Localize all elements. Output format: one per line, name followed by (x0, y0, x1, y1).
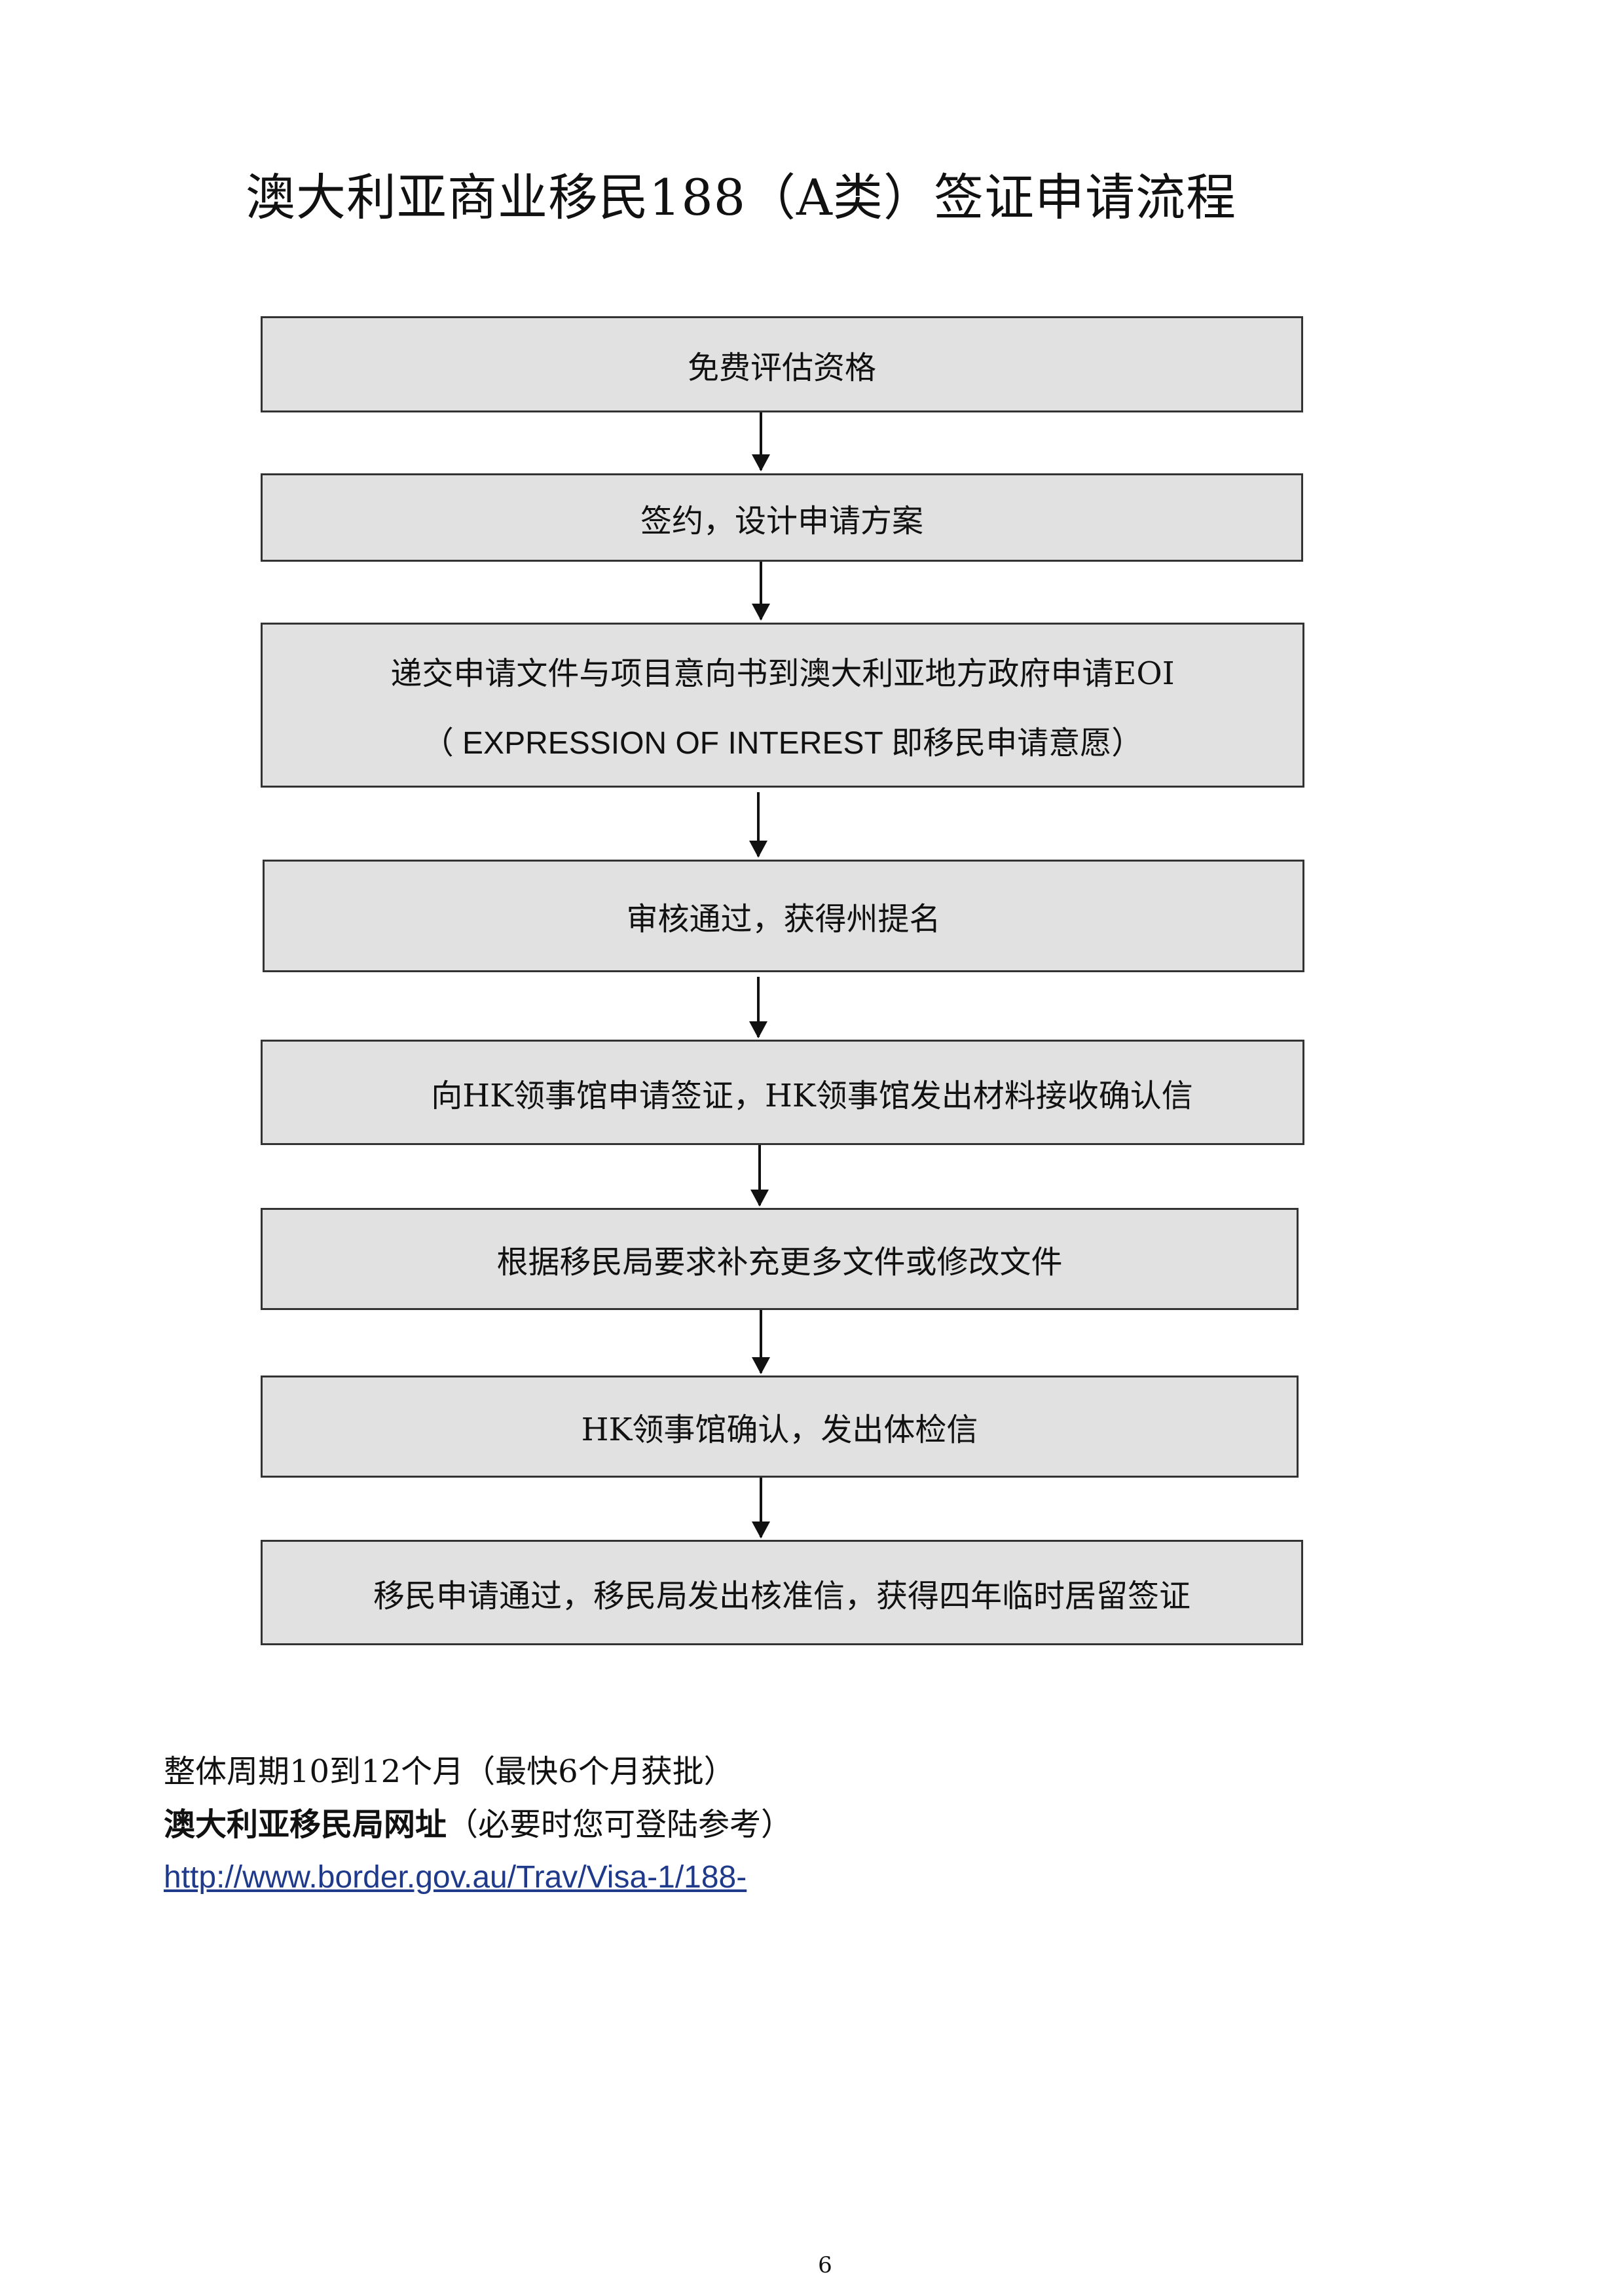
flow-step-sublabel-english: EXPRESSION OF INTEREST (453, 725, 892, 761)
page-number: 6 (818, 2252, 832, 2278)
website-note: 澳大利亚移民局网址（必要时您可登陆参考） (164, 1804, 792, 1846)
flow-step-label: 签约，设计申请方案 (640, 502, 923, 539)
flow-step-sublabel-open: （ (422, 724, 454, 761)
website-hint: （必要时您可登陆参考） (447, 1806, 793, 1843)
flow-step-sublabel: （ EXPRESSION OF INTEREST 即移民申请意愿） (422, 717, 1143, 763)
flow-step-medical-letter: HK领事馆确认，发出体检信 (261, 1376, 1299, 1478)
flow-step-approval: 移民申请通过，移民局发出核准信，获得四年临时居留签证 (261, 1540, 1303, 1645)
flow-step-sign-contract: 签约，设计申请方案 (261, 473, 1303, 562)
flow-step-label: 递交申请文件与项目意向书到澳大利亚地方政府申请EOI (390, 655, 1175, 693)
down-arrow-icon (752, 412, 770, 471)
flow-step-supplement-documents: 根据移民局要求补充更多文件或修改文件 (261, 1208, 1299, 1310)
page-title: 澳大利亚商业移民188（A类）签证申请流程 (246, 168, 1236, 227)
immigration-website-link[interactable]: http://www.border.gov.au/Trav/Visa-1/188… (164, 1860, 747, 1895)
website-label: 澳大利亚移民局网址 (164, 1806, 447, 1843)
down-arrow-icon (749, 977, 767, 1038)
flow-step-label: HK领事馆确认，发出体检信 (581, 1412, 978, 1448)
cycle-note: 整体周期10到12个月（最快6个月获批） (164, 1753, 735, 1790)
down-arrow-icon (752, 562, 770, 621)
down-arrow-icon (752, 1310, 770, 1374)
flow-step-apply-visa: 向HK领事馆申请签证，HK领事馆发出材料接收确认信 (261, 1040, 1304, 1145)
flow-step-label: 免费评估资格 (687, 349, 876, 386)
flow-step-free-assessment: 免费评估资格 (261, 316, 1303, 412)
down-arrow-icon (749, 792, 767, 858)
flow-step-label: 审核通过，获得州提名 (626, 901, 941, 938)
flow-step-state-nomination: 审核通过，获得州提名 (263, 860, 1304, 972)
flow-step-label: 根据移民局要求补充更多文件或修改文件 (496, 1244, 1063, 1281)
flow-step-label: 向HK领事馆申请签证，HK领事馆发出材料接收确认信 (431, 1077, 1193, 1114)
down-arrow-icon (752, 1478, 770, 1539)
flow-step-submit-eoi: 递交申请文件与项目意向书到澳大利亚地方政府申请EOI （ EXPRESSION … (261, 623, 1304, 788)
flow-step-sublabel-rest: 即移民申请意愿） (891, 724, 1143, 761)
down-arrow-icon (750, 1145, 769, 1207)
flow-step-label: 移民申请通过，移民局发出核准信，获得四年临时居留签证 (373, 1577, 1190, 1614)
